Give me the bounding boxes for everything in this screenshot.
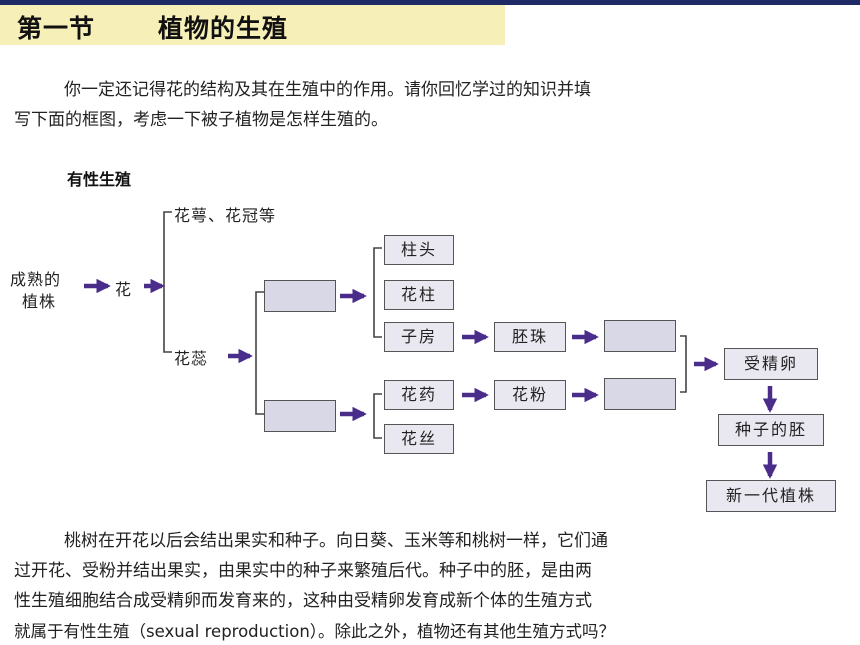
stamen-blank-box <box>264 400 336 432</box>
ovule-box: 胚珠 <box>494 322 566 352</box>
ovule-result-blank-box <box>604 320 676 352</box>
calyx-corolla-label: 花萼、花冠等 <box>174 206 277 225</box>
mature-plant-label-1: 成熟的 <box>10 270 62 289</box>
anther-box: 花药 <box>384 380 454 410</box>
body-line-2: 过开花、受粉并结出果实，由果实中的种子来繁殖后代。种子中的胚，是由两 <box>14 561 592 581</box>
fertilized-egg-box: 受精卵 <box>724 348 818 380</box>
style-box: 花柱 <box>384 280 454 310</box>
mature-plant-label-2: 植株 <box>22 292 57 311</box>
embryo-box: 种子的胚 <box>718 414 824 446</box>
title-band <box>0 5 505 45</box>
filament-box: 花丝 <box>384 424 454 454</box>
ovary-box: 子房 <box>384 322 454 352</box>
pistil-blank-box <box>264 280 336 312</box>
section-number: 第一节 <box>17 14 96 43</box>
pollen-box: 花粉 <box>494 380 566 410</box>
stigma-box: 柱头 <box>384 235 454 265</box>
flower-label: 花 <box>115 280 133 299</box>
body-line-3: 性生殖细胞结合成受精卵而发育来的，这种由受精卵发育成新个体的生殖方式 <box>14 591 592 611</box>
section-title: 植物的生殖 <box>158 14 289 43</box>
new-plant-box: 新一代植株 <box>706 480 836 512</box>
stamen-pistil-label: 花蕊 <box>174 349 209 368</box>
intro-line-1: 你一定还记得花的结构及其在生殖中的作用。请你回忆学过的知识并填 <box>64 80 591 100</box>
diagram-heading: 有性生殖 <box>67 170 132 189</box>
body-line-4: 就属于有性生殖（sexual reproduction）。除此之外，植物还有其他… <box>14 622 616 641</box>
body-line-1: 桃树在开花以后会结出果实和种子。向日葵、玉米等和桃树一样，它们通 <box>64 531 608 551</box>
pollen-result-blank-box <box>604 378 676 410</box>
top-bar <box>0 0 860 5</box>
intro-line-2: 写下面的框图，考虑一下被子植物是怎样生殖的。 <box>14 110 388 130</box>
